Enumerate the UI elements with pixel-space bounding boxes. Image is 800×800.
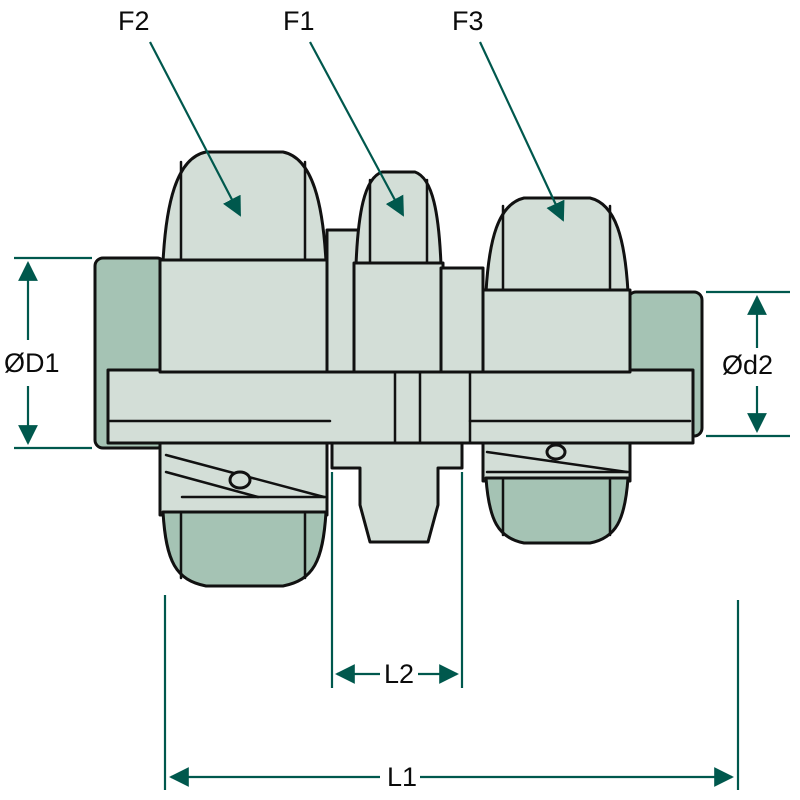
right-nut-body: [481, 288, 632, 374]
leader-f1: [309, 41, 404, 217]
right-cutting-ring-ball: [545, 443, 567, 461]
right-nut-bottom-cap: [484, 476, 630, 545]
label-f2: F2: [118, 6, 150, 36]
label-d2: Ød2: [722, 350, 773, 380]
label-d1: ØD1: [4, 348, 60, 378]
label-l2: L2: [384, 659, 414, 689]
right-neck-step: [439, 266, 485, 374]
left-section-line: [164, 470, 260, 499]
leader-f2: [149, 41, 241, 217]
label-l1: L1: [387, 762, 417, 792]
label-f1: F1: [283, 6, 315, 36]
middle-hex-body: [352, 261, 445, 374]
middle-bottom-step: [330, 441, 464, 544]
left-nut-bottom-cap: [161, 510, 328, 588]
left-cutting-ring-ball: [228, 470, 252, 490]
middle-hex-top-cap: [354, 170, 443, 267]
right-section-line: [485, 450, 629, 474]
center-bore-band: [106, 368, 695, 445]
left-nut-top-cap: [161, 150, 328, 264]
label-f3: F3: [452, 6, 484, 36]
right-nut-top-cap: [484, 196, 630, 294]
left-nut-body: [158, 258, 329, 374]
leader-f3: [479, 41, 565, 222]
